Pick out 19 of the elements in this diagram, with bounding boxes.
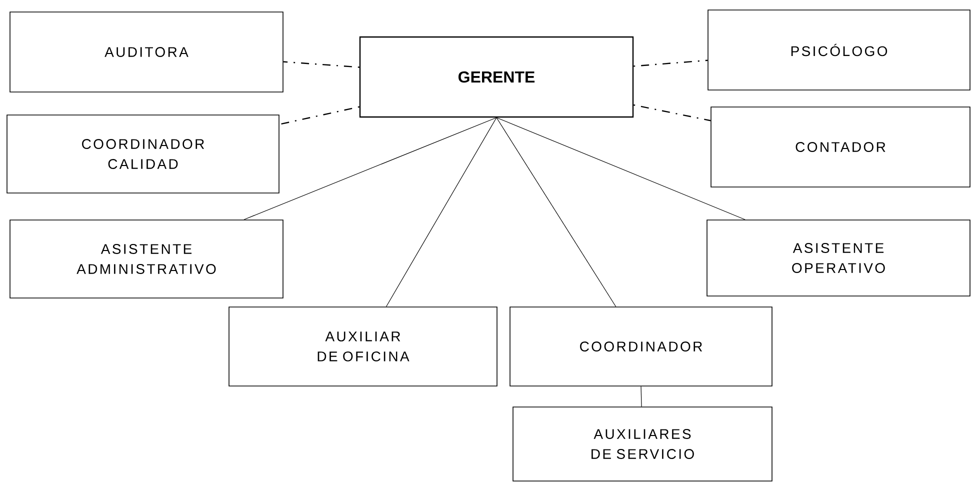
org-box: AUXILIARES DE SERVICIO (512, 406, 772, 482)
dash-dot-line (634, 60, 708, 67)
org-box: PSICÓLOGO (708, 10, 970, 90)
org-box: AUDITORA (10, 12, 284, 92)
org-box: COORDINADOR (510, 306, 772, 386)
connector-line (640, 386, 642, 407)
connector-line (386, 117, 497, 307)
connector-line (244, 117, 497, 220)
dash-dot-line (279, 106, 360, 125)
org-box: ASISTENTE OPERATIVO (706, 220, 970, 296)
org-box: AUXILIAR DE OFICINA (228, 306, 498, 386)
connector-line (496, 117, 616, 307)
dash-dot-line (283, 61, 360, 68)
org-box: COORDINADOR CALIDAD (6, 114, 280, 194)
org-box: ASISTENTE ADMINISTRATIVO (10, 220, 284, 298)
org-box: GERENTE (359, 36, 634, 118)
connector-line (496, 117, 746, 220)
org-box: CONTADOR (710, 106, 970, 188)
dash-dot-line (634, 104, 711, 122)
